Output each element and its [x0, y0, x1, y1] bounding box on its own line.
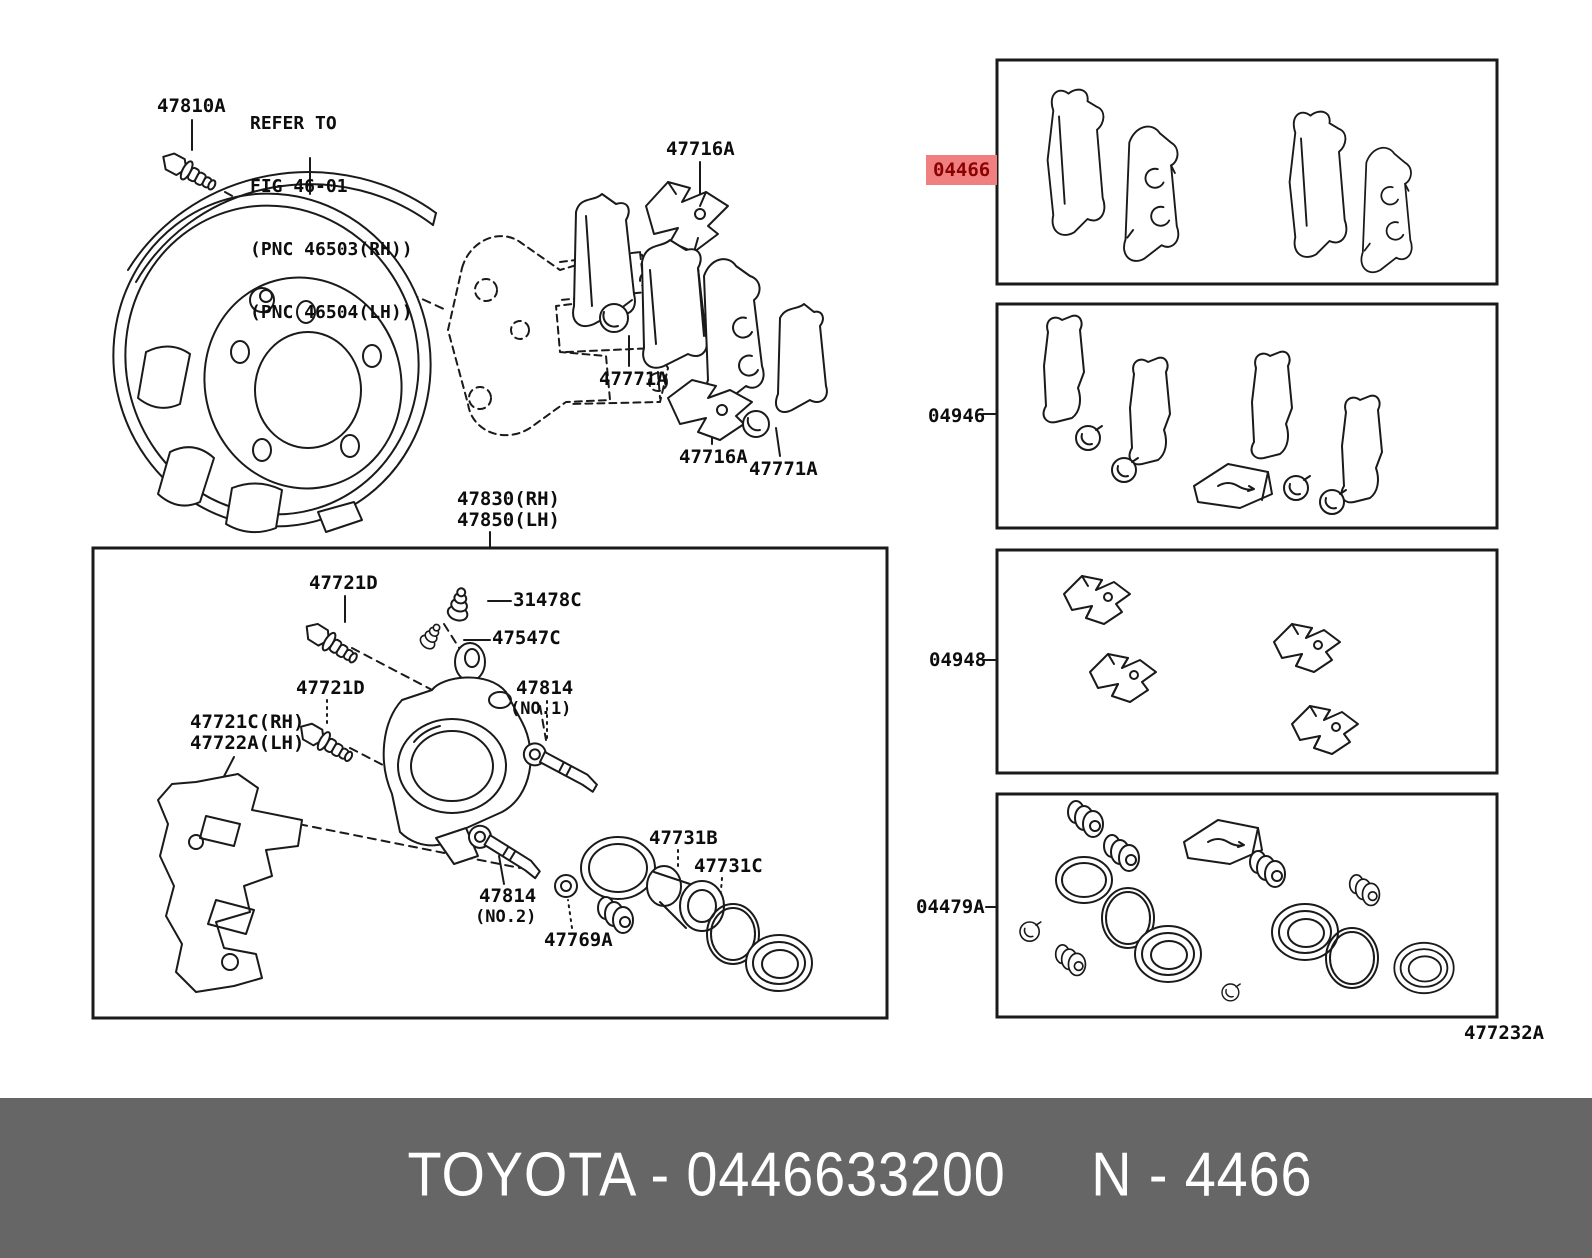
callout-47716a-bottom[interactable]: 47716A [679, 446, 748, 468]
kit-label-04948[interactable]: 04948 [929, 649, 987, 671]
kit-04948-clips-art [1063, 575, 1359, 755]
callout-47814-no1[interactable]: 47814 [516, 677, 574, 699]
callout-47810a[interactable]: 47810A [157, 95, 226, 117]
callout-47830-rh[interactable]: 47830(RH) [457, 488, 560, 510]
refer-note-line1: REFER TO [250, 113, 337, 134]
refer-note-line3: (PNC 46503(RH)) [250, 239, 413, 260]
callout-47850-lh[interactable]: 47850(LH) [457, 509, 560, 531]
kit-04946-shims-art [1042, 314, 1383, 515]
caliper-detail-box [91, 546, 889, 1020]
brake-pads-art [572, 181, 828, 441]
callout-47721d-upper[interactable]: 47721D [309, 572, 378, 594]
footer-code: N - 4466 [1091, 1140, 1313, 1210]
callout-47547c[interactable]: 47547C [492, 627, 561, 649]
callout-31478c[interactable]: 31478C [513, 589, 582, 611]
footer-part-number: TOYOTA - 0446633200 [407, 1140, 1006, 1210]
kit-04479a-seals-art [1019, 800, 1455, 1002]
refer-note: REFER TO FIG 46-01 (PNC 46503(RH)) (PNC … [250, 71, 413, 344]
caliper-bracket-art [447, 235, 669, 437]
kit-04466-pads-art [1046, 88, 1413, 274]
bolt-47810a-art [157, 147, 221, 196]
caliper-assembly-art [157, 585, 813, 993]
footer-text: TOYOTA - 0446633200 N - 4466 [408, 1140, 1313, 1211]
callout-47731c[interactable]: 47731C [694, 855, 763, 877]
callout-47716a-top[interactable]: 47716A [666, 138, 735, 160]
callout-47722a-lh[interactable]: 47722A(LH) [190, 732, 305, 754]
diagram-art [91, 58, 1499, 1020]
refer-note-line2: FIG 46-01 [250, 176, 348, 197]
callout-47721d-lower[interactable]: 47721D [296, 677, 365, 699]
callout-47771a-bottom[interactable]: 47771A [749, 458, 818, 480]
callout-47814-no2[interactable]: 47814 [479, 885, 537, 907]
callout-47721c-rh[interactable]: 47721C(RH) [190, 711, 305, 733]
kit-label-04946[interactable]: 04946 [928, 405, 986, 427]
footer-banner: TOYOTA - 0446633200 N - 4466 [0, 1098, 1592, 1258]
callout-47814-no1-sub: (NO.1) [510, 699, 572, 719]
backing-plate-art [112, 171, 437, 534]
callout-47771a-mid[interactable]: 47771A [599, 368, 668, 390]
callout-47731b[interactable]: 47731B [649, 827, 718, 849]
drawing-code: 477232A [1464, 1022, 1545, 1044]
kit-label-04479a[interactable]: 04479A [916, 896, 985, 918]
kit-box-04948 [995, 548, 1499, 775]
kit-box-04479a [995, 792, 1499, 1019]
kit-box-04946 [995, 302, 1499, 530]
refer-note-line4: (PNC 46504(LH)) [250, 302, 413, 323]
callout-47814-no2-sub: (NO.2) [475, 907, 537, 927]
callout-47769a[interactable]: 47769A [544, 929, 613, 951]
kit-label-04466-selected[interactable]: 04466 [926, 155, 998, 185]
